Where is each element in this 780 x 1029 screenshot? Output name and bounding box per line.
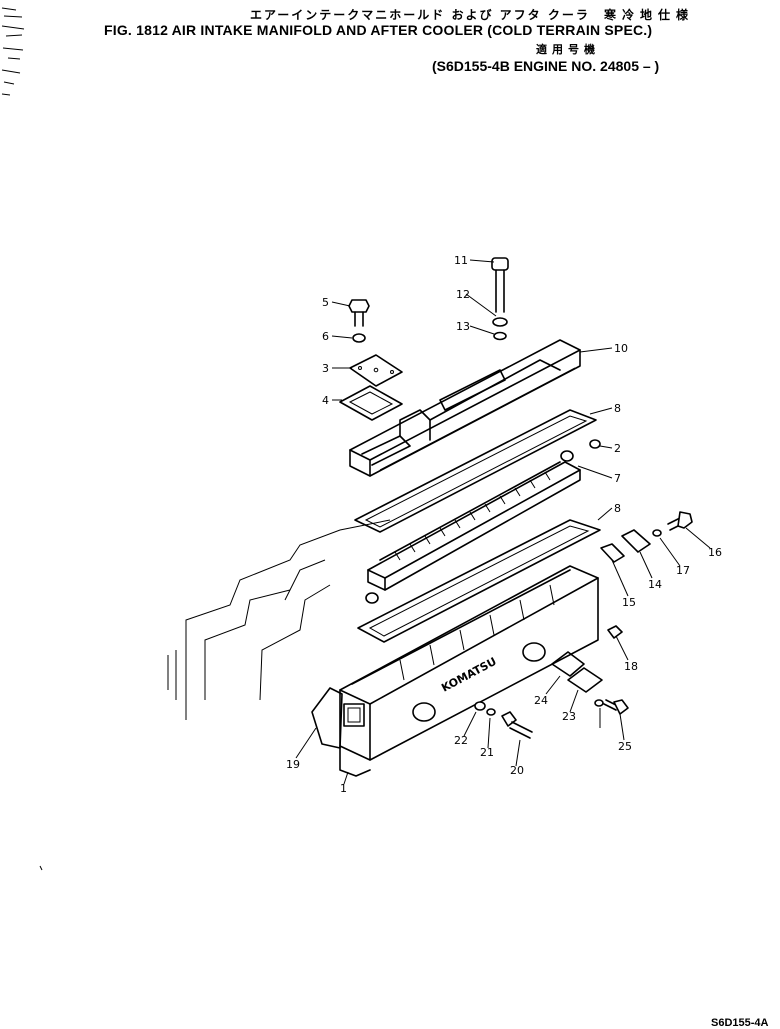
part-2-o-ring (589, 439, 601, 449)
part-8-lower-gasket (357, 519, 601, 643)
part-5-bolt (348, 299, 370, 327)
callout-19: 20 (510, 764, 524, 777)
part-24-bolt (603, 699, 629, 715)
part-25-washer (594, 699, 604, 707)
japanese-applicability-label: 適用号機 (536, 43, 600, 56)
part-16-washer (652, 529, 662, 537)
engine-block-outline (167, 519, 391, 720)
part-23-gasket (551, 651, 585, 677)
drawing-code: S6D155-4A (711, 1017, 769, 1029)
part-15-bolt (667, 511, 693, 531)
part-14-gasket (600, 543, 625, 563)
part-1-manifold-body (339, 565, 599, 777)
part-20-washer (486, 708, 496, 716)
scan-mark (39, 865, 43, 871)
callout-labels: 11 12 13 5 6 3 4 10 8 2 7 8 15 14 16 17 … (286, 254, 722, 795)
callout-13: 14 (648, 578, 662, 591)
callout-12: 13 (456, 320, 470, 333)
callout-21: 22 (454, 734, 468, 747)
engine-applicability: (S6D155-4B ENGINE NO. 24805 – ) (432, 58, 660, 74)
part-9-intake-cover-housing (349, 339, 581, 477)
callout-4: 4 (322, 394, 329, 407)
part-17-plug (607, 625, 623, 639)
japanese-title: エアーインテークマニホールド および アフタ クーラ (250, 8, 590, 22)
part-10-long-bolt (491, 257, 509, 313)
part-7-after-cooler-core (365, 450, 581, 604)
figure-title: FIG. 1812 AIR INTAKE MANIFOLD AND AFTER … (104, 22, 653, 38)
part-22-cover (567, 667, 603, 693)
leader-lines (295, 259, 711, 785)
callout-23: 24 (534, 694, 548, 707)
callout-2: 2 (614, 442, 621, 455)
callout-9: 10 (614, 342, 628, 355)
callout-7: 7 (614, 472, 621, 485)
scan-noise (1, 7, 25, 96)
callout-24: 25 (618, 740, 632, 753)
callout-14: 15 (622, 596, 636, 609)
callout-8-lower: 8 (614, 502, 621, 515)
callout-3: 3 (322, 362, 329, 375)
callout-5: 5 (322, 296, 329, 309)
callout-17: 18 (624, 660, 638, 673)
part-6-washer (352, 333, 366, 343)
callout-22: 23 (562, 710, 576, 723)
part-12-washer (493, 331, 507, 341)
callout-6: 6 (322, 330, 329, 343)
callout-15: 16 (708, 546, 722, 559)
callout-10: 11 (454, 254, 468, 267)
part-19-bolt (501, 711, 533, 739)
part-8-upper-gasket (354, 409, 597, 533)
japanese-spec-label: 寒冷地仕様 (604, 8, 695, 22)
part-4-gasket (339, 385, 403, 421)
callout-1: 1 (340, 782, 347, 795)
part-3-cover-plate (349, 354, 403, 387)
callout-18: 19 (286, 758, 300, 771)
part-18-gasket (311, 687, 343, 749)
callout-20: 21 (480, 746, 494, 759)
part-21-washer (474, 701, 486, 711)
callout-11: 12 (456, 288, 470, 301)
callout-16: 17 (676, 564, 690, 577)
part-11-washer (492, 317, 508, 327)
callout-8-upper: 8 (614, 402, 621, 415)
part-13-cover (621, 529, 651, 553)
